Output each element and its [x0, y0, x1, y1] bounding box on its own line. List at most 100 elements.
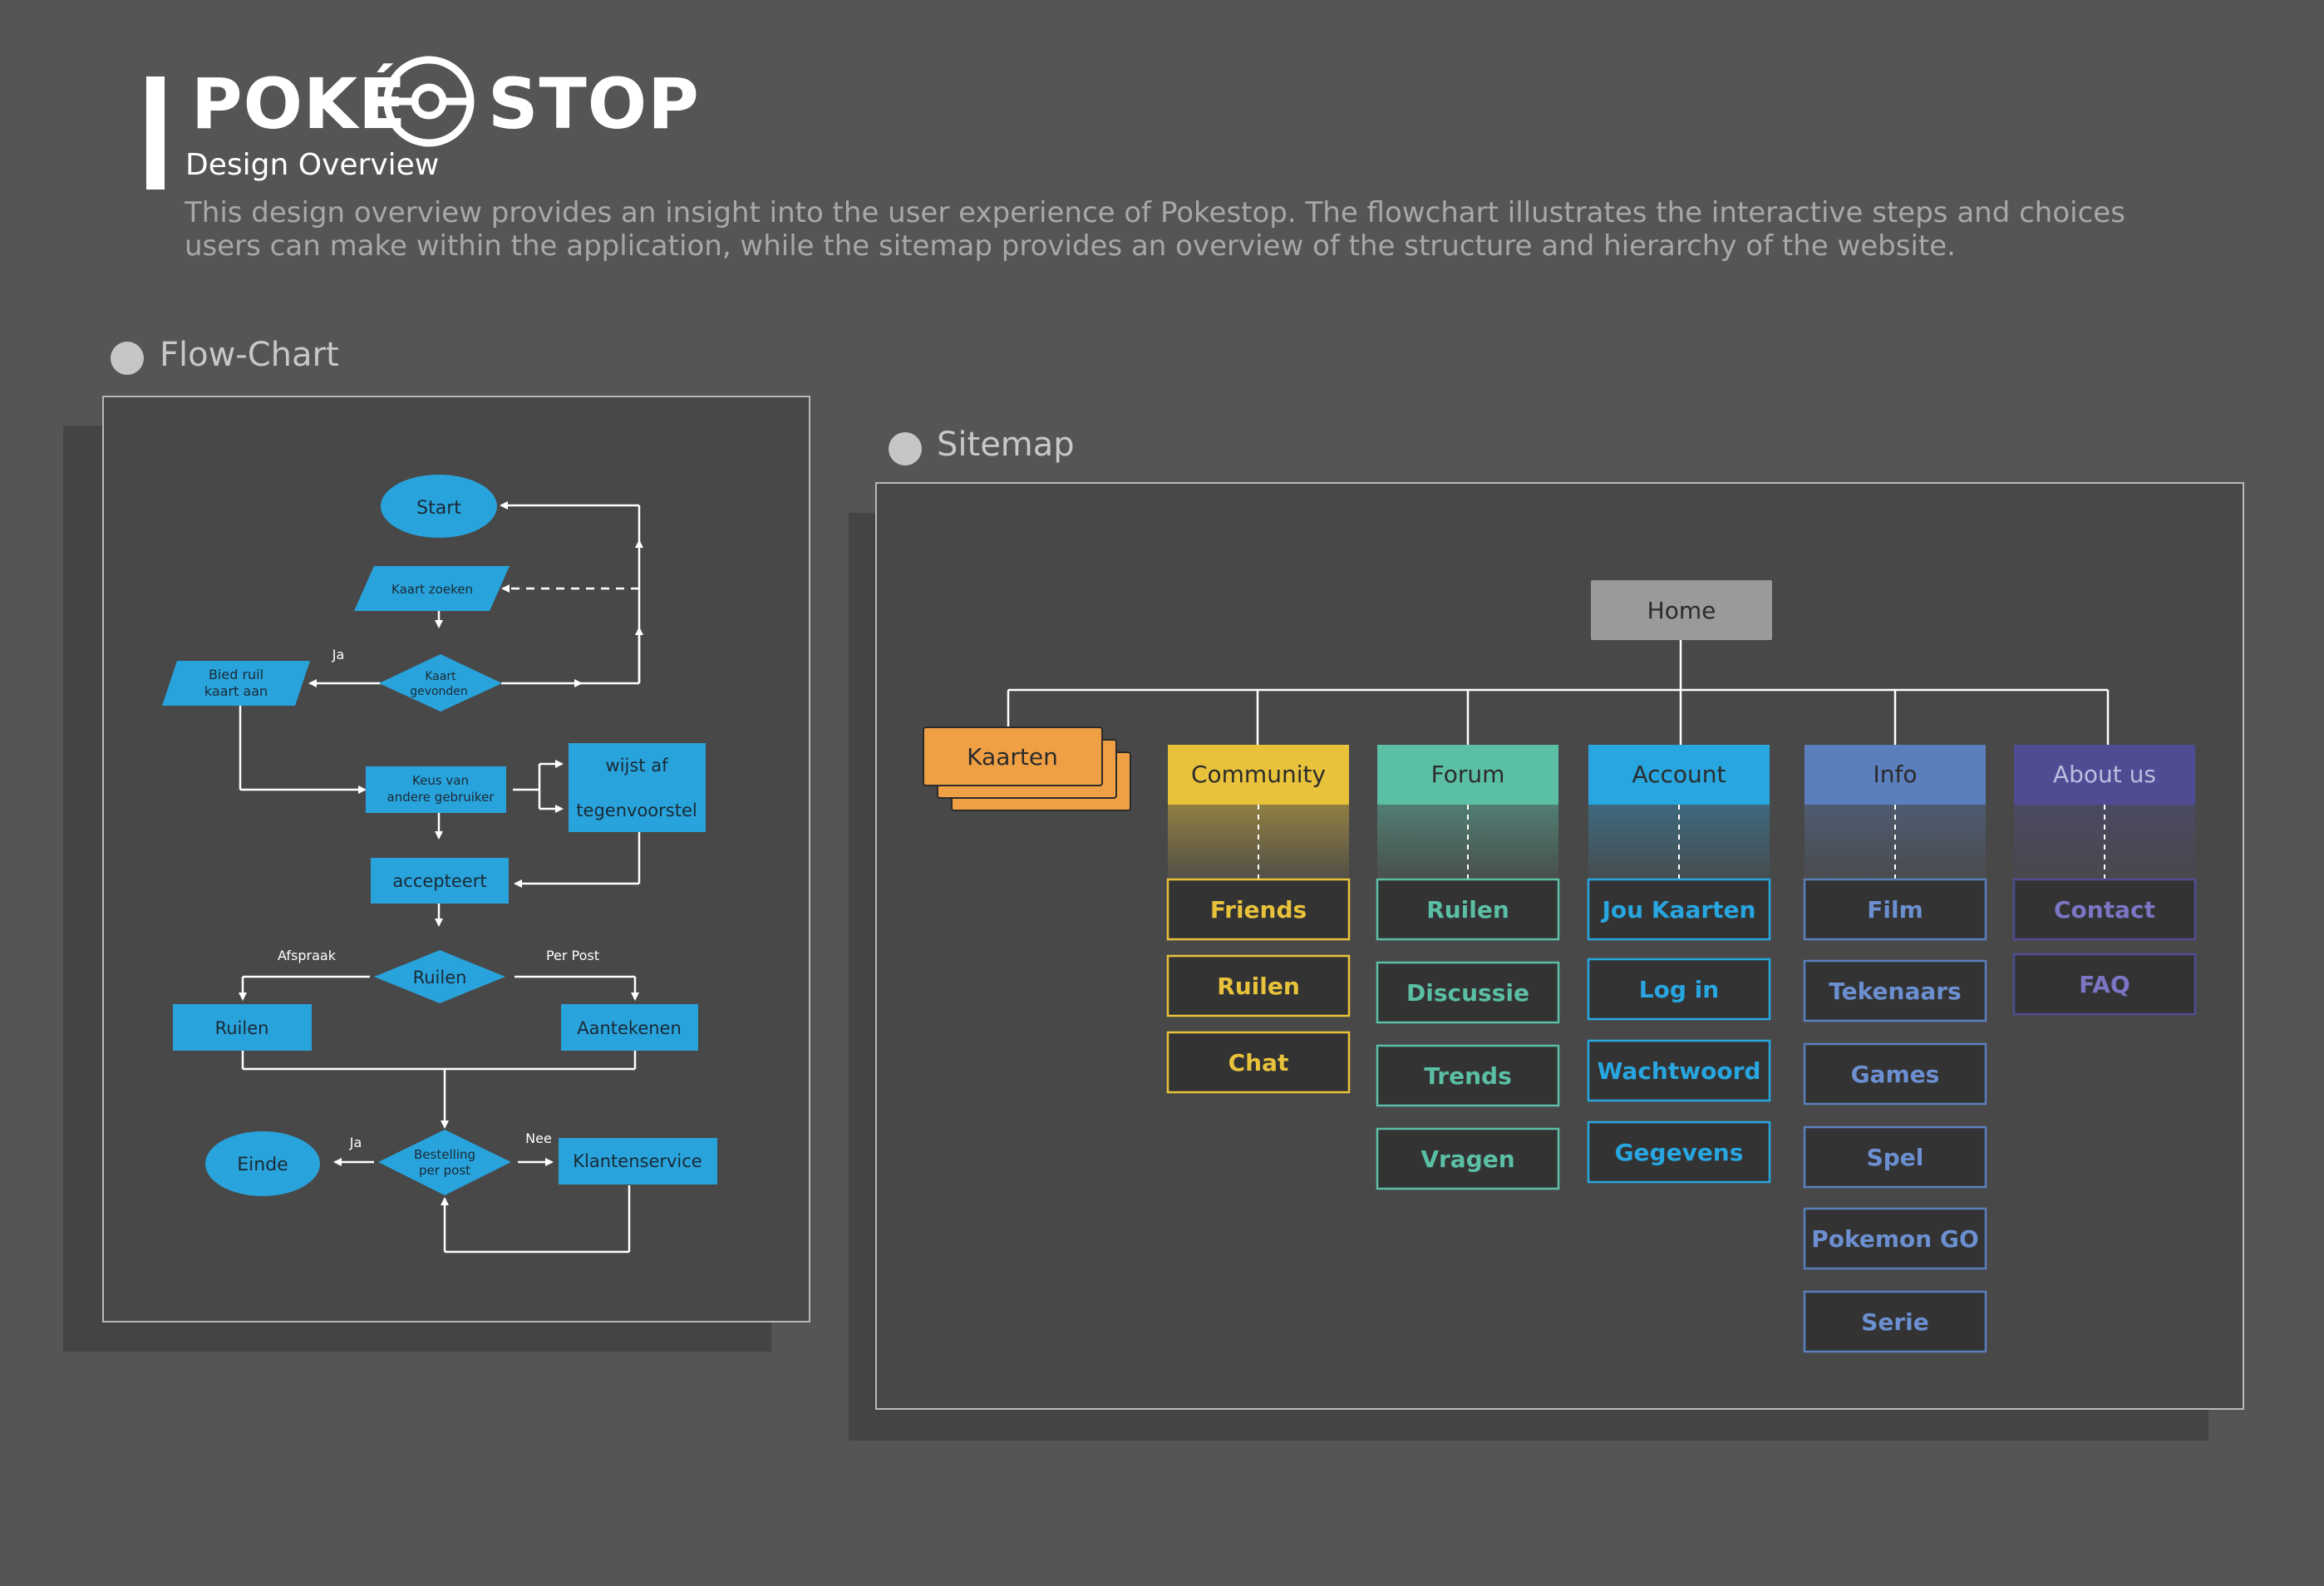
column-header-3: [1805, 745, 1986, 805]
ruilen-decision: [374, 950, 505, 1003]
sitemap-item-label-3-1: Tekenaars: [1829, 978, 1961, 1005]
sitemap-item-label-3-0: Film: [1867, 896, 1923, 924]
sitemap-item-label-4-1: FAQ: [2079, 971, 2130, 998]
column-header-label-3: Info: [1873, 761, 1918, 788]
keus-node: [366, 766, 506, 813]
sitemap-item-label-0-0: Friends: [1210, 896, 1307, 924]
sitemap-item-0-2: [1166, 1031, 1351, 1094]
sitemap-item-label-2-0: Jou Kaarten: [1601, 896, 1756, 924]
intro-line-2: users can make within the application, w…: [185, 229, 1956, 263]
sitemap-item-label-3-3: Spel: [1867, 1144, 1924, 1171]
klantenservice-node: [559, 1138, 717, 1185]
sitemap-bullet-icon: [889, 432, 922, 465]
sitemap-item-label-3-2: Games: [1851, 1061, 1940, 1088]
sitemap-item-label-2-2: Wachtwoord: [1598, 1057, 1761, 1085]
sitemap-item-label-3-5: Serie: [1861, 1308, 1929, 1336]
kaart-gevonden-label-2: gevonden: [410, 685, 468, 698]
sitemap-item-label-1-1: Discussie: [1406, 979, 1529, 1007]
bestelling-label-2: per post: [419, 1163, 470, 1178]
sitemap-item-3-4: [1803, 1207, 1987, 1270]
ruilen-box-label: Ruilen: [215, 1018, 269, 1038]
sitemap-item-label-1-2: Trends: [1424, 1062, 1511, 1090]
column-header-4: [2014, 745, 2195, 805]
edge-label-nee: Nee: [525, 1130, 552, 1146]
pokeball-icon: [383, 56, 475, 147]
bied-ruil-label-1: Bied ruil: [209, 667, 263, 682]
start-node: [381, 475, 497, 538]
sitemap-item-1-3: [1376, 1127, 1560, 1190]
ruilen-decision-label: Ruilen: [413, 968, 467, 988]
sitemap-item-label-3-4: Pokemon GO: [1811, 1225, 1979, 1253]
bestelling-label-1: Bestelling: [414, 1147, 475, 1162]
aantekenen-node: [561, 1004, 698, 1051]
sitemap-item-0-0: [1166, 878, 1351, 941]
page-subtitle: Design Overview: [185, 148, 440, 182]
sitemap-item-3-5: [1803, 1290, 1987, 1353]
klantenservice-label: Klantenservice: [573, 1151, 702, 1171]
sitemap-item-2-1: [1587, 958, 1771, 1021]
sitemap-item-3-2: [1803, 1042, 1987, 1106]
edge-label-afspraak: Afspraak: [278, 948, 337, 963]
keus-label-1: Keus van: [412, 773, 469, 788]
sitemap-heading: Sitemap: [937, 426, 1075, 464]
title-accent-bar: [146, 76, 165, 190]
sitemap-diagram: Home Kaarten CommunityFriendsRuilenChatF…: [923, 580, 2197, 1353]
wijst-af-label: wijst af: [606, 756, 669, 776]
logo-text-right: STOP: [488, 63, 700, 145]
tegenvoorstel-label: tegenvoorstel: [576, 800, 697, 820]
kaart-zoeken-node: [354, 566, 510, 611]
sitemap-item-3-0: [1803, 878, 1987, 941]
bied-ruil-label-2: kaart aan: [204, 683, 268, 699]
sitemap-item-1-2: [1376, 1044, 1560, 1107]
sitemap-item-1-1: [1376, 961, 1560, 1024]
column-header-0: [1168, 745, 1349, 805]
accepteert-node: [371, 858, 509, 904]
sitemap-item-label-1-0: Ruilen: [1426, 896, 1509, 924]
aantekenen-label: Aantekenen: [577, 1018, 682, 1038]
kaarten-label: Kaarten: [967, 743, 1058, 771]
sitemap-item-label-4-0: Contact: [2054, 896, 2155, 924]
einde-node: [205, 1131, 320, 1196]
sitemap-item-2-0: [1587, 878, 1771, 941]
sitemap-item-label-2-3: Gegevens: [1615, 1139, 1744, 1166]
column-header-label-1: Forum: [1431, 761, 1505, 788]
column-header-label-0: Community: [1191, 761, 1326, 788]
kaart-gevonden-label-1: Kaart: [425, 670, 456, 683]
kaart-gevonden-decision: [379, 654, 502, 712]
sitemap-item-0-1: [1166, 954, 1351, 1017]
sitemap-item-2-3: [1587, 1121, 1771, 1184]
sitemap-item-2-2: [1587, 1039, 1771, 1102]
flowchart-panel: Start Kaart zoeken Kaart gevonden Bied r…: [102, 396, 810, 1322]
sitemap-item-3-1: [1803, 959, 1987, 1022]
flowchart-heading: Flow-Chart: [160, 336, 339, 374]
sitemap-item-label-0-2: Chat: [1228, 1049, 1289, 1076]
start-label: Start: [416, 498, 461, 519]
column-header-2: [1588, 745, 1770, 805]
wijst-af-node: [569, 743, 706, 788]
edge-label-ja-bottom: Ja: [349, 1135, 362, 1150]
column-header-1: [1377, 745, 1558, 805]
sitemap-item-label-1-3: Vragen: [1420, 1145, 1514, 1173]
edge-label-per-post: Per Post: [546, 948, 599, 963]
ruilen-box-node: [173, 1004, 312, 1051]
intro-text: This design overview provides an insight…: [185, 196, 2130, 263]
home-label: Home: [1647, 597, 1716, 624]
kaart-zoeken-label: Kaart zoeken: [391, 582, 473, 597]
logo-text-left: POKÉ: [191, 63, 407, 145]
kaarten-node: [923, 727, 1103, 786]
sitemap-item-label-0-1: Ruilen: [1217, 973, 1300, 1000]
home-node: [1591, 580, 1772, 640]
einde-label: Einde: [237, 1155, 288, 1175]
edge-label-ja-top: Ja: [332, 647, 345, 662]
keus-label-2: andere gebruiker: [387, 790, 495, 805]
bied-ruil-node: [162, 661, 310, 706]
intro-line-1: This design overview provides an insight…: [185, 196, 2125, 229]
flowchart-bullet-icon: [111, 342, 144, 375]
sitemap-item-1-0: [1376, 878, 1560, 941]
column-header-label-4: About us: [2053, 761, 2156, 788]
flowchart-diagram: Start Kaart zoeken Kaart gevonden Bied r…: [162, 475, 717, 1254]
sitemap-item-3-3: [1803, 1125, 1987, 1189]
column-header-label-2: Account: [1632, 761, 1726, 788]
tegenvoorstel-node: [569, 787, 706, 832]
